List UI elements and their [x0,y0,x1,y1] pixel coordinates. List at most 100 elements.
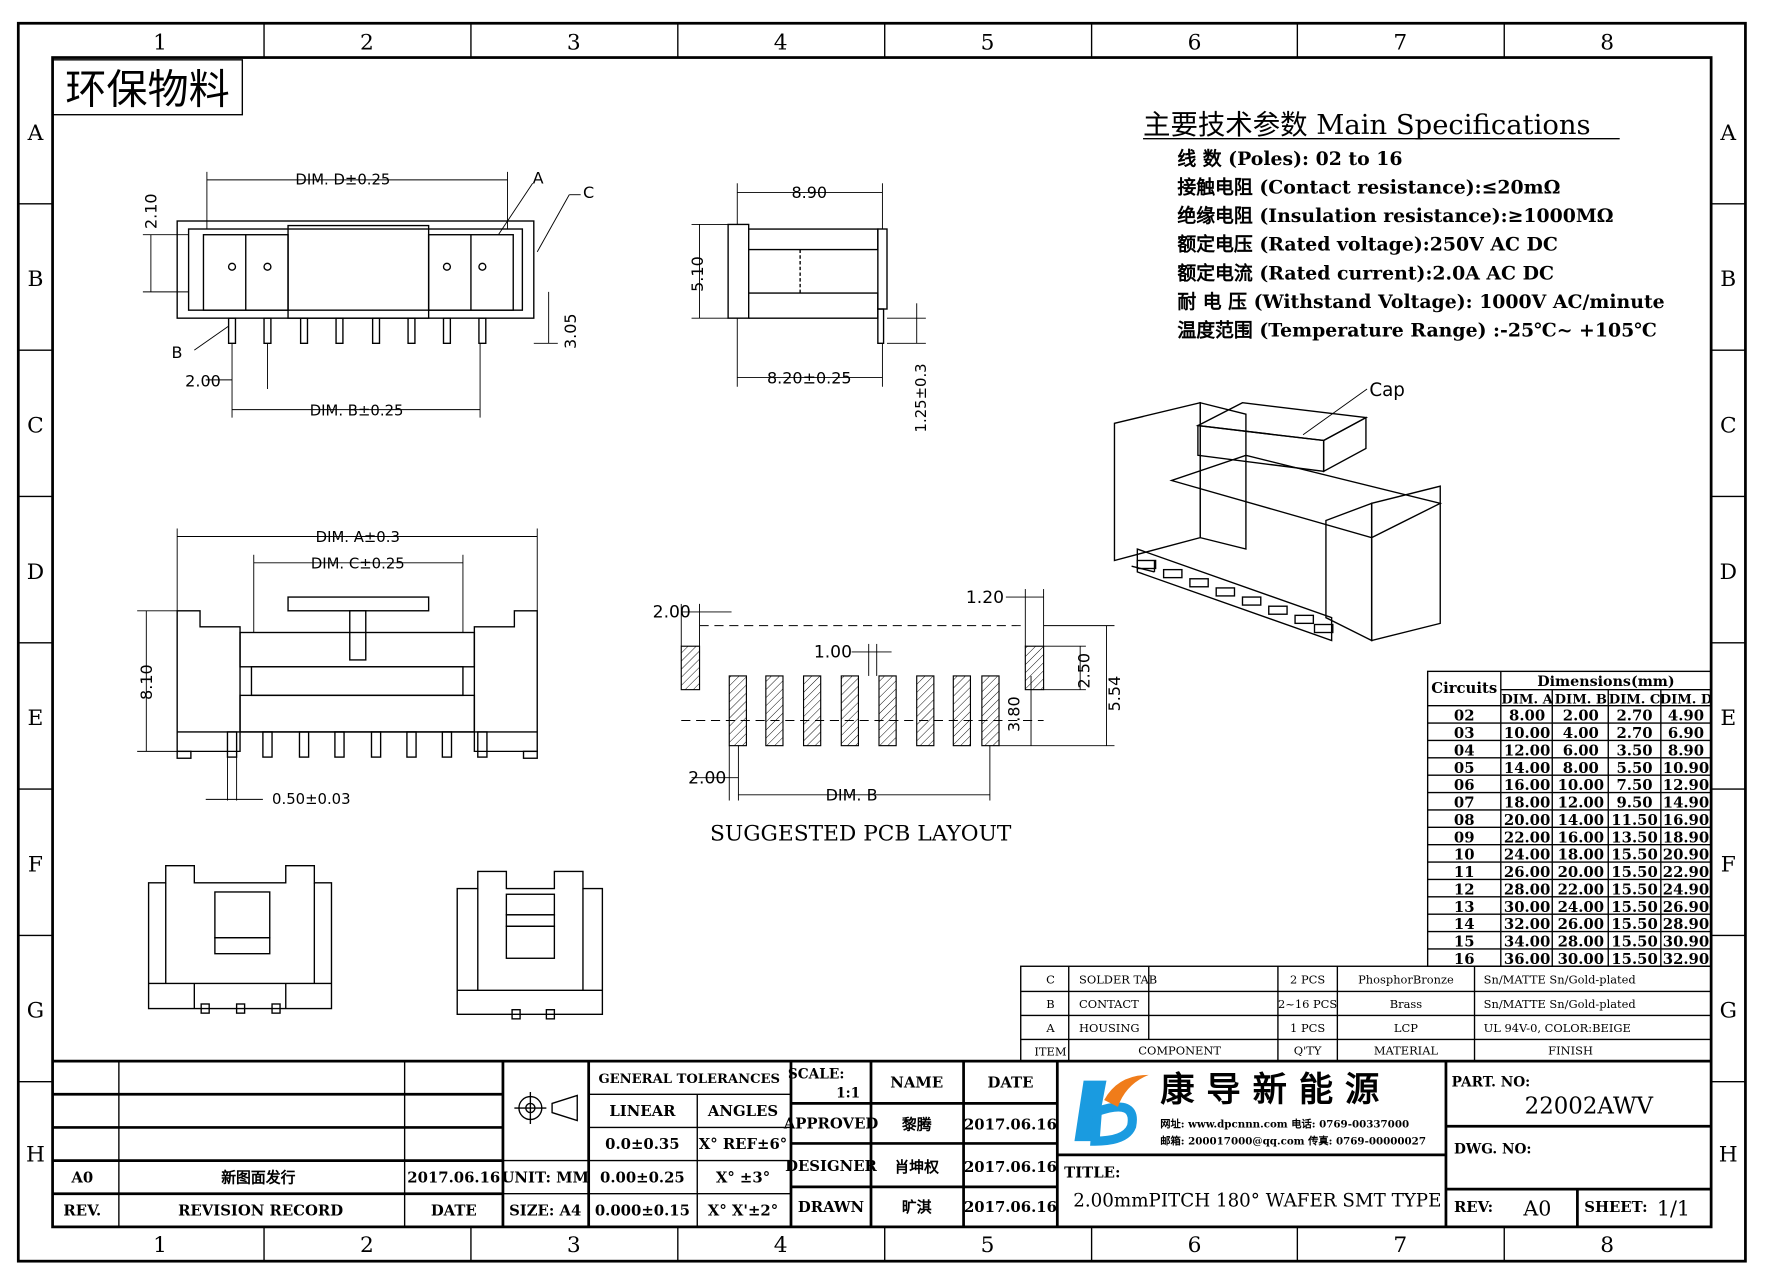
table-cell: 30.90 [1663,933,1709,951]
bom-cell: B [1046,997,1054,1011]
svg-text:DIM. B: DIM. B [826,786,878,805]
svg-text:LINEAR: LINEAR [609,1102,676,1120]
table-cell: 5.50 [1616,759,1652,777]
svg-text:DATE: DATE [987,1073,1033,1091]
table-cell: 14 [1454,915,1475,933]
table-cell: 14.00 [1504,759,1550,777]
table-cell: 06 [1454,776,1475,794]
table-cell: 22.00 [1504,828,1550,846]
top-view-drawing: DIM. D±0.25 A C 2.10 3.05 B 2.00 DIM. B±… [142,168,595,419]
svg-text:DWG. NO:: DWG. NO: [1454,1142,1532,1158]
svg-text:DIM. B: DIM. B [1555,692,1607,707]
table-cell: 20.90 [1663,846,1709,864]
svg-text:2.00: 2.00 [185,372,221,391]
svg-text:FINISH: FINISH [1548,1043,1593,1057]
svg-text:4: 4 [774,1233,788,1258]
table-cell: 28.90 [1663,915,1709,933]
svg-text:环保物料: 环保物料 [65,65,230,113]
bom-cell: 2~16 PCS [1278,997,1337,1011]
svg-text:DATE: DATE [431,1201,477,1219]
svg-text:耐 电 压 (Withstand Voltage): 100: 耐 电 压 (Withstand Voltage): 1000V AC/minu… [1177,290,1664,313]
svg-text:B: B [171,343,182,362]
svg-text:0.0±0.35: 0.0±0.35 [605,1135,679,1153]
svg-text:G: G [1720,999,1737,1024]
table-cell: 26.90 [1663,898,1709,916]
svg-text:2017.06.16: 2017.06.16 [964,1198,1057,1216]
svg-text:D: D [27,560,44,585]
svg-text:2017.06.16: 2017.06.16 [964,1116,1057,1134]
svg-text:3: 3 [567,1233,581,1258]
svg-text:A: A [533,168,544,187]
svg-text:A0: A0 [1522,1196,1551,1220]
table-cell: 28.00 [1558,933,1604,951]
table-cell: 3.50 [1616,741,1652,759]
table-cell: 08 [1454,811,1475,829]
table-cell: 15.50 [1611,846,1657,864]
svg-text:邮箱: 200017000@qq.com 传真: 0769-: 邮箱: 200017000@qq.com 传真: 0769-00000027 [1160,1135,1426,1148]
svg-text:7: 7 [1393,1233,1407,1258]
isometric-view-drawing: Cap [1113,380,1443,642]
svg-text:新图面发行: 新图面发行 [221,1168,295,1186]
svg-text:D: D [1720,560,1737,585]
table-cell: 10.00 [1558,776,1604,794]
svg-text:7: 7 [1393,31,1407,56]
svg-text:Circuits: Circuits [1431,679,1497,697]
table-cell: 26.00 [1558,915,1604,933]
table-cell: 7.50 [1616,776,1652,794]
table-cell: 04 [1454,741,1475,759]
svg-text:5: 5 [981,31,995,56]
svg-text:REVISION RECORD: REVISION RECORD [178,1201,343,1219]
table-cell: 9.50 [1616,794,1652,812]
svg-text:DIM. D: DIM. D [1660,692,1713,707]
table-cell: 2.00 [1563,707,1599,725]
svg-text:A0: A0 [70,1168,93,1186]
svg-text:旷淇: 旷淇 [902,1198,932,1216]
table-cell: 13.50 [1611,828,1657,846]
svg-text:2.00: 2.00 [688,768,726,788]
table-cell: 2.70 [1616,724,1652,742]
table-cell: 20.00 [1504,811,1550,829]
svg-text:C: C [27,413,44,438]
svg-text:DIM. C±0.25: DIM. C±0.25 [311,554,405,572]
table-cell: 15.50 [1611,933,1657,951]
bom-cell: Sn/MATTE Sn/Gold-plated [1484,997,1636,1011]
table-cell: 16.00 [1504,776,1550,794]
table-cell: 11.50 [1611,811,1657,829]
svg-text:3.05: 3.05 [561,313,580,349]
table-cell: 24.90 [1663,880,1709,898]
table-cell: 15.50 [1611,950,1657,968]
table-cell: 09 [1454,828,1475,846]
table-cell: 8.90 [1668,741,1704,759]
svg-text:0.50±0.03: 0.50±0.03 [272,790,351,808]
table-cell: 26.00 [1504,863,1550,881]
svg-text:线 数 (Poles): 02 to 16: 线 数 (Poles): 02 to 16 [1177,147,1402,170]
svg-text:5: 5 [981,1233,995,1258]
svg-text:5.10: 5.10 [688,256,707,292]
table-cell: 6.00 [1563,741,1599,759]
table-cell: 15.50 [1611,880,1657,898]
bom-cell: SOLDER TAB [1079,972,1157,986]
svg-text:H: H [1719,1143,1738,1168]
svg-text:1: 1 [153,31,167,56]
svg-text:REV:: REV: [1454,1198,1493,1216]
svg-text:8: 8 [1600,1233,1614,1258]
svg-text:0.000±0.15: 0.000±0.15 [595,1201,690,1219]
svg-text:X° ±3°: X° ±3° [716,1168,770,1186]
svg-text:GENERAL TOLERANCES: GENERAL TOLERANCES [598,1072,780,1087]
svg-text:B: B [27,267,43,292]
svg-text:SIZE: A4: SIZE: A4 [509,1201,581,1219]
svg-text:温度范围 (Temperature Range) :-25℃: 温度范围 (Temperature Range) :-25℃~ +105℃ [1177,318,1657,341]
svg-text:1:1: 1:1 [836,1086,860,1102]
table-cell: 6.90 [1668,724,1704,742]
table-cell: 4.00 [1563,724,1599,742]
svg-text:额定电流 (Rated current):2.0A AC D: 额定电流 (Rated current):2.0A AC DC [1177,261,1554,284]
svg-text:3: 3 [567,31,581,56]
bom-cell: Brass [1390,997,1423,1011]
table-cell: 03 [1454,724,1475,742]
svg-text:2.00mmPITCH 180° WAFER SMT TYP: 2.00mmPITCH 180° WAFER SMT TYPE [1073,1190,1441,1211]
projection-symbol-icon [514,1092,578,1125]
bom-cell: CONTACT [1079,997,1139,1011]
